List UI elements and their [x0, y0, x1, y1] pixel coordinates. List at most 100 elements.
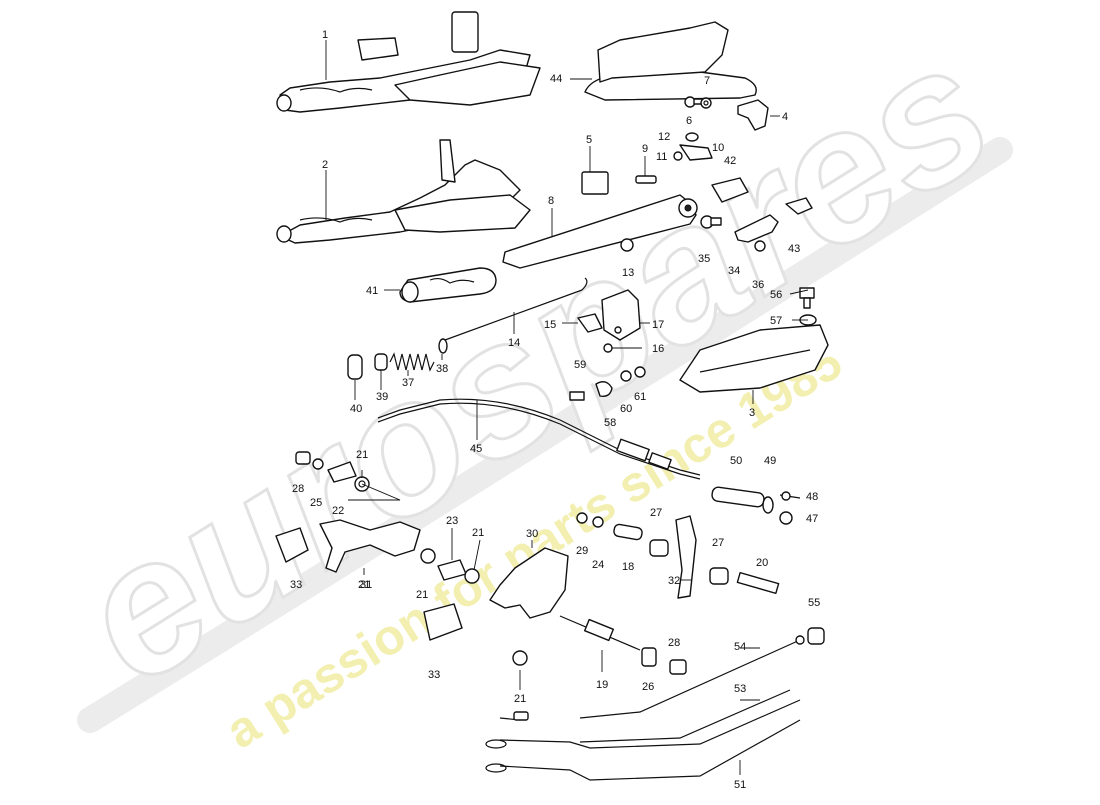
- callout-28-a: 28: [292, 483, 304, 495]
- spring-37: [389, 352, 435, 372]
- callout-29: 29: [576, 545, 588, 557]
- washer-60: [620, 370, 632, 382]
- washer-38: [438, 338, 448, 354]
- lever-arm-8: [502, 194, 698, 269]
- handbrake-lever-2: [276, 139, 531, 244]
- callout-50: 50: [730, 455, 742, 467]
- cover-33-top: [275, 527, 309, 563]
- callout-16: 16: [652, 343, 664, 355]
- sleeve-50: [711, 486, 765, 508]
- cable-45: [377, 398, 701, 480]
- callout-54: 54: [734, 641, 746, 653]
- bracket-23: [437, 559, 467, 581]
- callout-20: 20: [756, 557, 768, 569]
- nut-26: [641, 647, 657, 667]
- callout-12: 12: [658, 131, 670, 143]
- nut-61: [634, 366, 646, 378]
- screw-11: [673, 151, 683, 161]
- callout-19: 19: [596, 679, 608, 691]
- callout-8: 8: [548, 195, 554, 207]
- callout-25: 25: [310, 497, 322, 509]
- callout-28-b: 28: [668, 637, 680, 649]
- housing-30: [489, 547, 569, 619]
- callout-9: 9: [642, 143, 648, 155]
- clip-36: [754, 240, 766, 252]
- screw-16: [603, 343, 613, 353]
- bushing-27-b: [709, 567, 729, 585]
- callout-13: 13: [622, 267, 634, 279]
- callout-61: 61: [634, 391, 646, 403]
- plate-22: [327, 461, 357, 483]
- washer-24: [592, 516, 604, 528]
- nut-28-bottom: [669, 659, 687, 675]
- callout-33-a: 33: [290, 579, 302, 591]
- clip-21-c: [464, 568, 480, 584]
- callout-48: 48: [806, 491, 818, 503]
- callout-45: 45: [470, 443, 482, 455]
- ratchet-segment-17: [601, 289, 641, 341]
- callout-7: 7: [704, 75, 710, 87]
- callout-38: 38: [436, 363, 448, 375]
- callout-6: 6: [686, 115, 692, 127]
- cable-54: [579, 635, 805, 719]
- callout-57: 57: [770, 315, 782, 327]
- cable-52: [499, 699, 801, 749]
- callout-21-e: 21: [514, 693, 526, 705]
- callout-5: 5: [586, 134, 592, 146]
- nut-12: [685, 132, 699, 142]
- callout-37: 37: [402, 377, 414, 389]
- bolt-35: [700, 215, 722, 229]
- callout-1: 1: [322, 29, 328, 41]
- lever-32: [675, 515, 697, 599]
- callout-36: 36: [752, 279, 764, 291]
- bracket-4: [737, 99, 769, 131]
- callout-14: 14: [508, 337, 520, 349]
- cable-53: [499, 689, 791, 743]
- callout-17: 17: [652, 319, 664, 331]
- bolt-6: [684, 96, 705, 108]
- switch-5: [581, 171, 609, 195]
- callout-40: 40: [350, 403, 362, 415]
- nut-13: [620, 238, 634, 252]
- pin-9: [635, 175, 657, 184]
- callout-32: 32: [668, 575, 680, 587]
- grip-41: [399, 267, 497, 303]
- callout-30: 30: [526, 528, 538, 540]
- callout-39: 39: [376, 391, 388, 403]
- bolt-56: [799, 287, 815, 309]
- callout-59: 59: [574, 359, 586, 371]
- callout-49: 49: [764, 455, 776, 467]
- bushing-27-a: [649, 539, 669, 557]
- bracket-42: [711, 177, 749, 203]
- callout-41: 41: [366, 285, 378, 297]
- nut-28-top: [295, 451, 311, 465]
- callout-3: 3: [749, 407, 755, 419]
- spring-43: [785, 197, 813, 215]
- part-callouts: 1 2 3 4 5 6 7 8 9 10 11 12 13 14 15 16 1…: [290, 29, 820, 791]
- sleeve-40: [347, 354, 363, 380]
- callout-21-b: 21: [358, 579, 370, 591]
- callout-21-c: 21: [472, 527, 484, 539]
- callout-21-a: 21: [356, 449, 368, 461]
- cable-51: [499, 719, 801, 781]
- callout-27-a: 27: [650, 507, 662, 519]
- pin-20: [736, 571, 780, 595]
- handbrake-lever-assembly-1: [276, 11, 541, 113]
- callout-34: 34: [728, 265, 740, 277]
- callout-23: 23: [446, 515, 458, 527]
- nut-55: [807, 627, 825, 645]
- console-cover-3: [679, 324, 829, 393]
- callout-42: 42: [724, 155, 736, 167]
- callout-18: 18: [622, 561, 634, 573]
- clip-21-d: [512, 650, 528, 666]
- pawl-15: [577, 313, 603, 333]
- callout-56: 56: [770, 289, 782, 301]
- callout-53: 53: [734, 683, 746, 695]
- callout-21-d: 21: [416, 589, 428, 601]
- callout-58: 58: [604, 417, 616, 429]
- pawl-34: [734, 214, 779, 243]
- callout-4: 4: [782, 111, 788, 123]
- callout-47: 47: [806, 513, 818, 525]
- callout-26: 26: [642, 681, 654, 693]
